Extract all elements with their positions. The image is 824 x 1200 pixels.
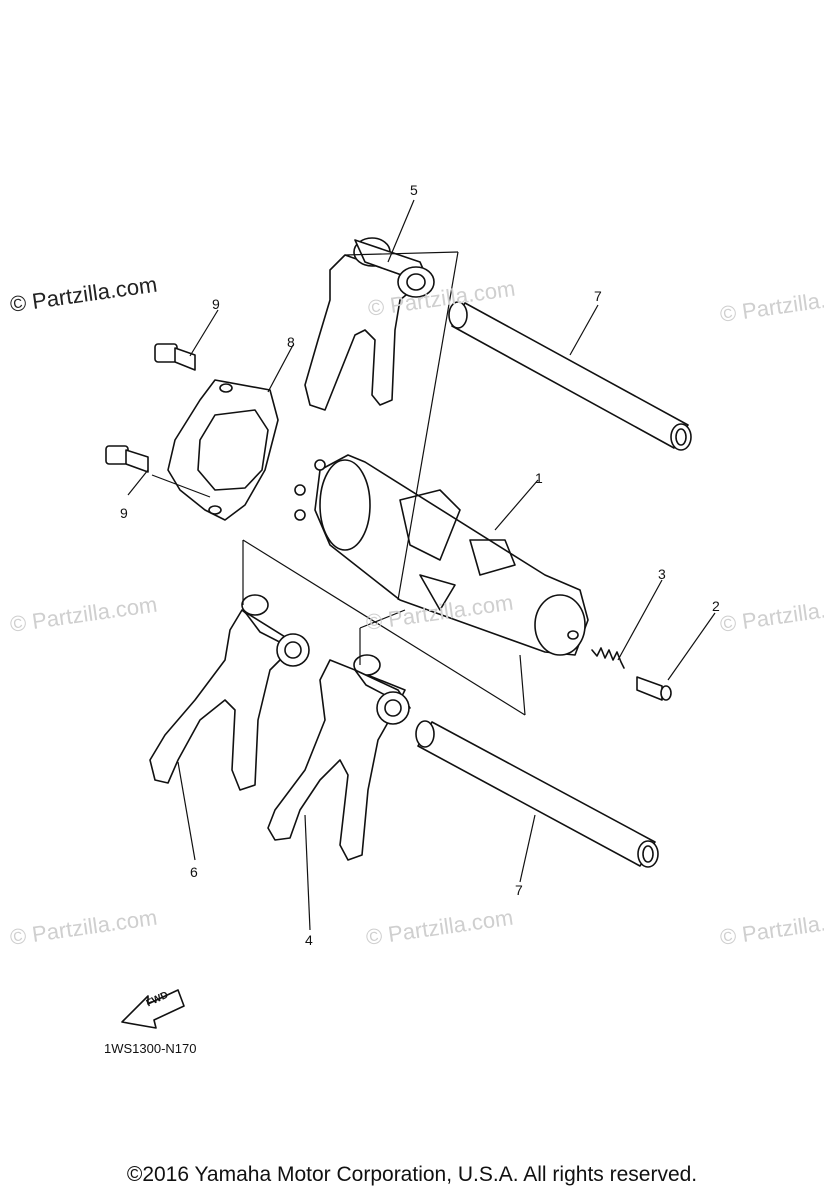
pin-2 [636,676,672,701]
callout-6: 6 [190,864,198,880]
callout-5: 5 [410,182,418,198]
bolt-9-lower [105,445,149,473]
shift-fork-5 [304,237,435,411]
callout-9: 9 [120,505,128,521]
diagram-code: 1WS1300-N170 [104,1041,197,1056]
leader-lines [127,199,716,931]
callout-9: 9 [212,296,220,312]
fwd-arrow-icon [121,989,185,1029]
callout-7: 7 [594,288,602,304]
stopper-plate-8 [167,379,279,521]
shift-drum-1 [294,454,589,656]
shift-fork-4 [267,654,411,861]
callout-7: 7 [515,882,523,898]
spring-3 [591,647,625,669]
callout-3: 3 [658,566,666,582]
callout-4: 4 [305,932,313,948]
callout-8: 8 [287,334,295,350]
guide-bar-7-upper [448,301,692,451]
guide-bar-7-lower [415,720,659,868]
copyright-notice: ©2016 Yamaha Motor Corporation, U.S.A. A… [126,1163,698,1186]
shift-fork-6 [149,594,310,791]
callout-2: 2 [712,598,720,614]
bolt-9-upper [154,343,196,371]
callout-1: 1 [535,470,543,486]
